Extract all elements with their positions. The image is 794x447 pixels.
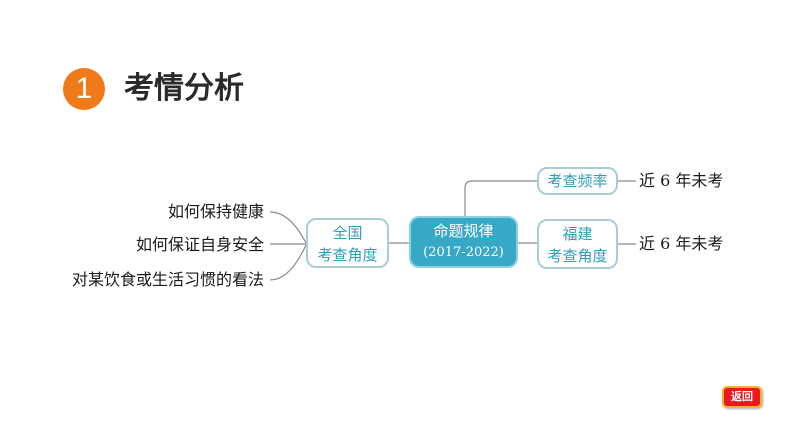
back-button[interactable]: 返回 [722,386,762,408]
leaf-ensure-safety: 如何保证自身安全 [135,235,264,254]
node-exam-frequency: 考查频率 [537,167,618,195]
node-fujian-angle: 福建 考查角度 [537,219,618,269]
leaf-keep-healthy: 如何保持健康 [167,202,264,221]
node-national-angle-line2: 考查角度 [317,246,378,264]
leaf-fujian-result: 近 6 年未考 [639,234,724,253]
node-fujian-angle-line2: 考查角度 [547,247,608,265]
node-center-line2: (2017-2022) [423,245,504,260]
node-exam-frequency-line1: 考查频率 [547,172,608,190]
connector-center-to-top [464,180,537,230]
node-proposition-rules: 命题规律 (2017-2022) [409,216,518,268]
section-title: 考情分析 [124,71,244,106]
connector-left-to-leaf-1 [269,211,307,244]
section-number-badge: 1 [63,68,105,110]
node-national-angle: 全国 考查角度 [306,218,389,268]
connector-left-to-leaf-3 [269,244,307,281]
node-center-line1: 命题规律 [433,222,494,240]
node-national-angle-line1: 全国 [332,224,363,242]
leaf-frequency-result: 近 6 年未考 [639,171,724,190]
node-fujian-angle-line1: 福建 [562,225,593,243]
leaf-habit-opinion: 对某饮食或生活习惯的看法 [71,270,264,289]
